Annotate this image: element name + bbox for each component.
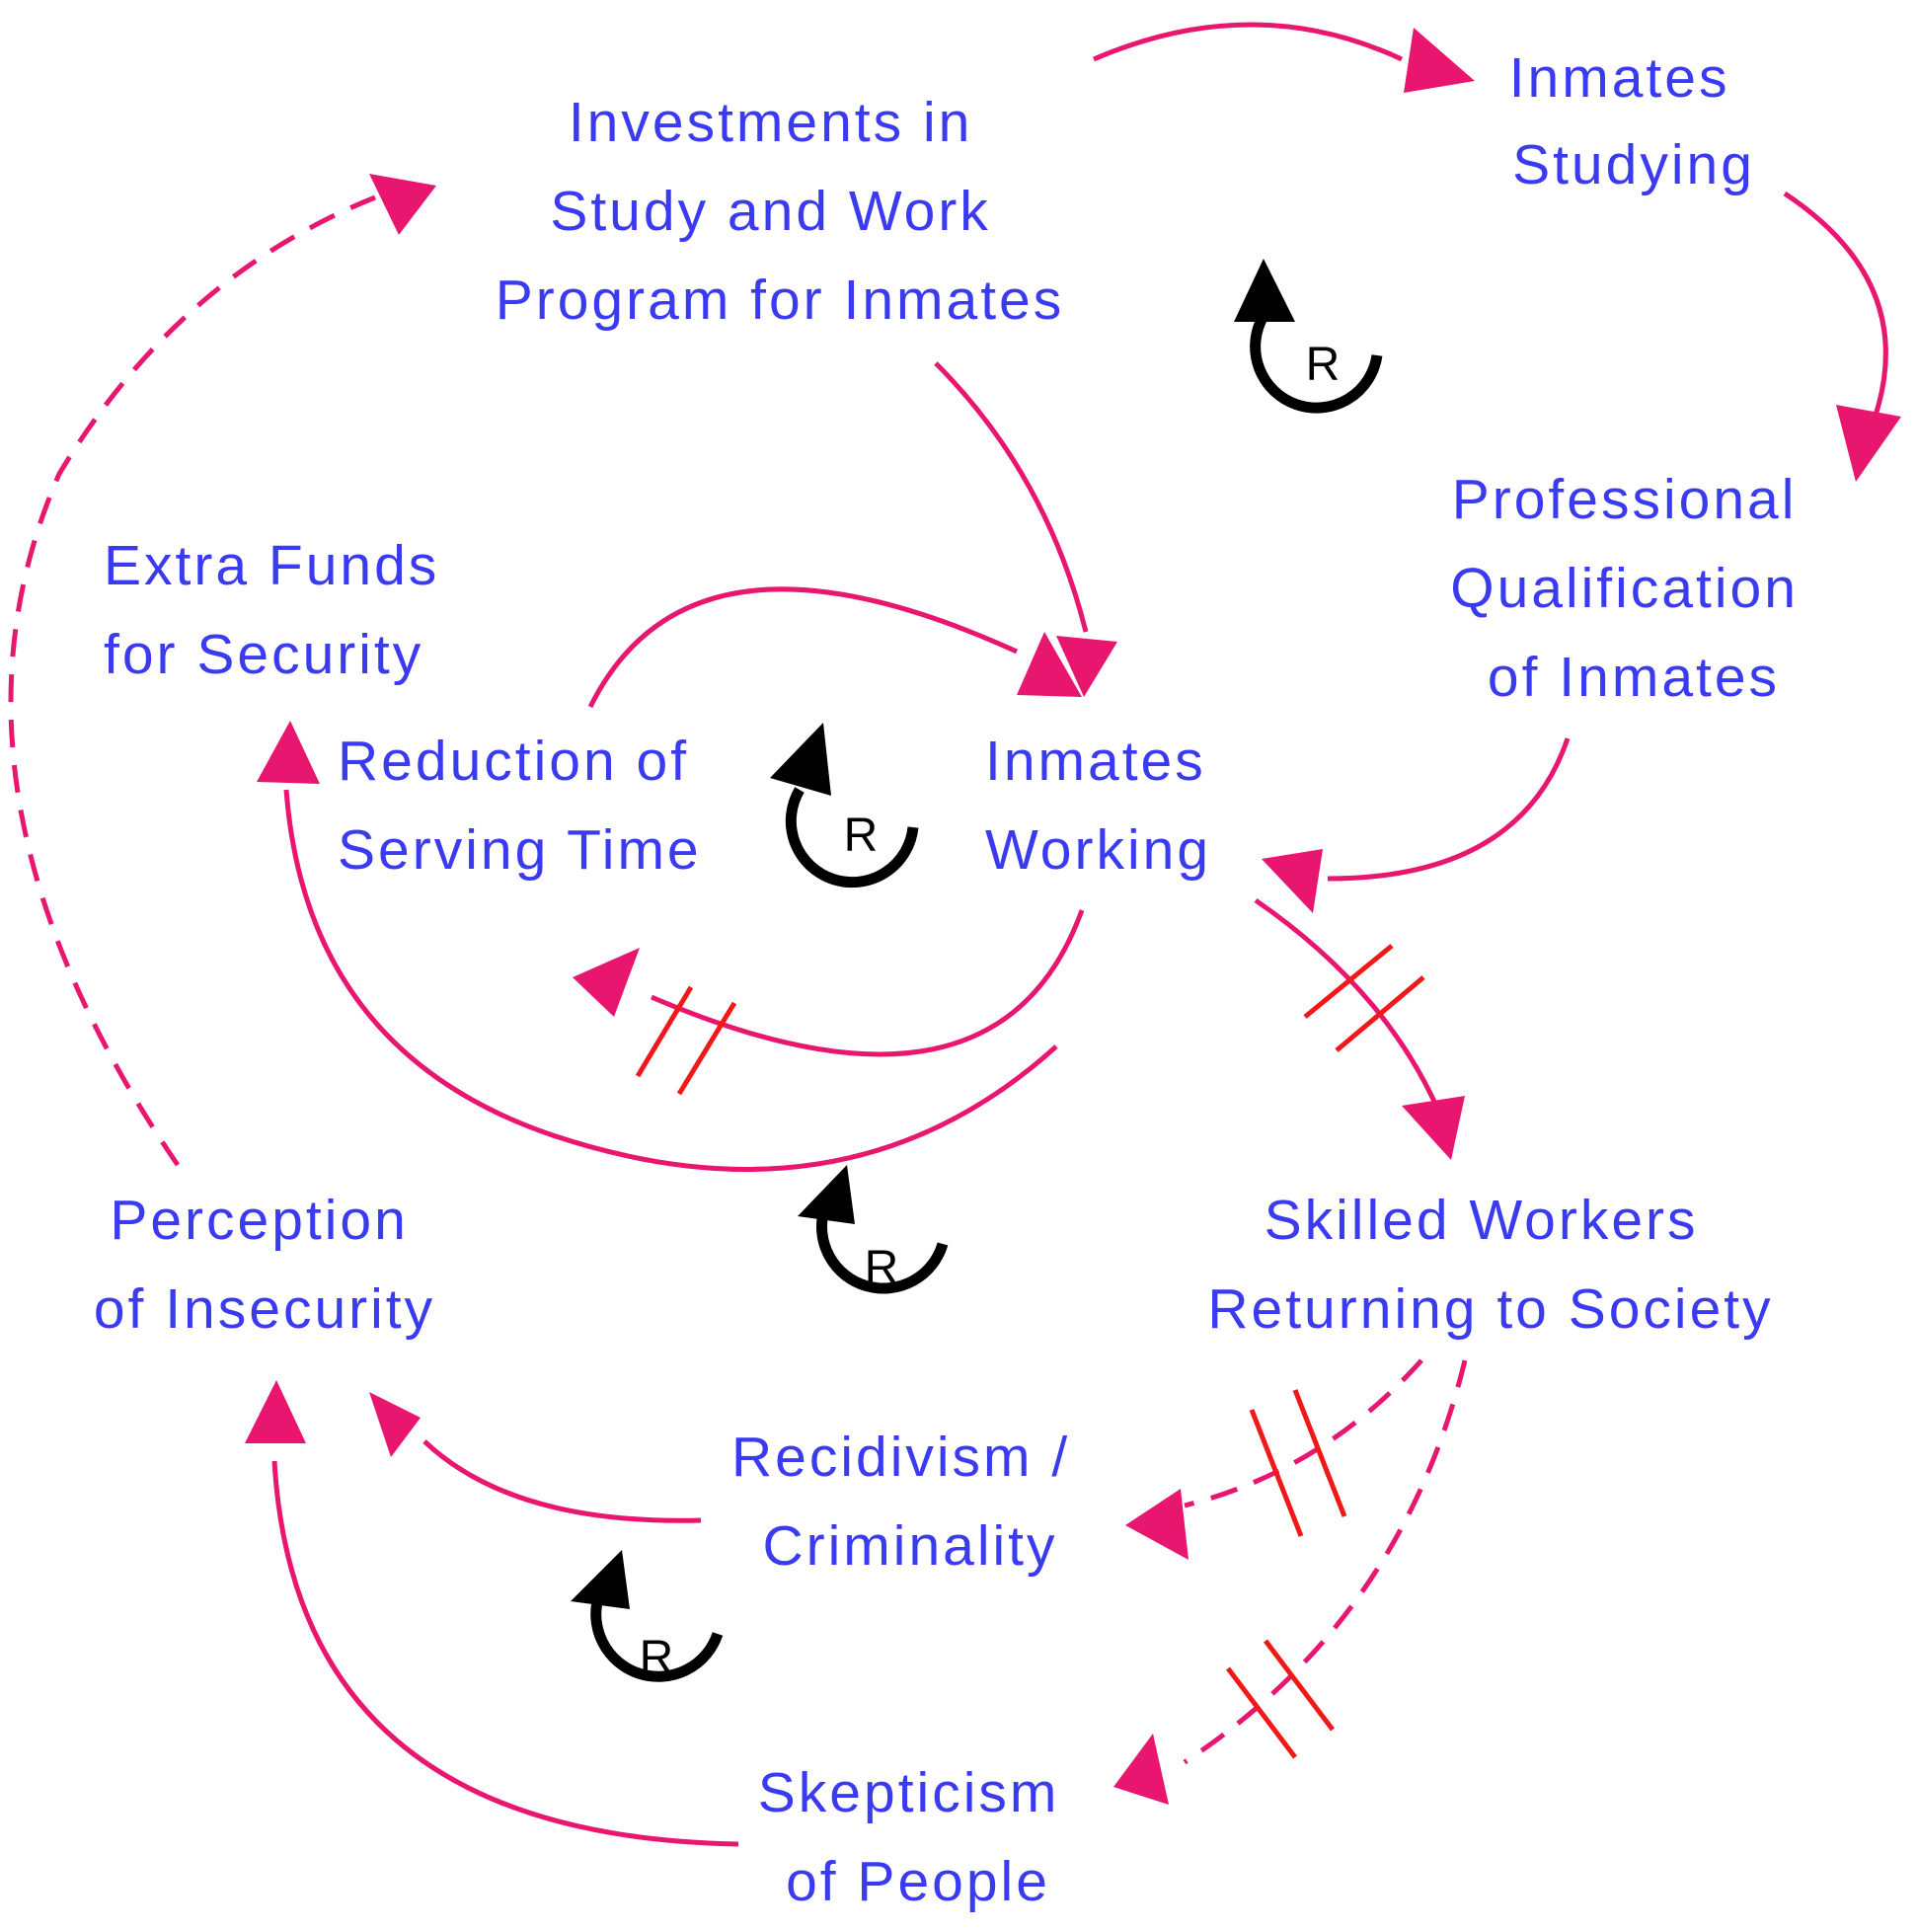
link-investments-to-working bbox=[934, 361, 1117, 697]
link-recidivism-to-perception bbox=[369, 1392, 702, 1523]
node-skilled-workers: Skilled Workers Returning to Society bbox=[1207, 1189, 1773, 1341]
loop-label: R bbox=[844, 810, 879, 862]
link-investments-to-studying bbox=[1093, 22, 1475, 93]
loop-serving-marker: R bbox=[770, 723, 919, 889]
loop-study-marker: R bbox=[1234, 259, 1383, 414]
loop-funds-marker: R bbox=[798, 1165, 949, 1294]
delay-mark bbox=[1226, 1639, 1335, 1759]
node-reduction-serving-time: Reduction of Serving Time bbox=[338, 730, 708, 882]
loop-label: R bbox=[1306, 339, 1341, 391]
link-studying-to-qualification bbox=[1783, 191, 1901, 482]
node-recidivism: Recidivism / Criminality bbox=[731, 1426, 1089, 1578]
link-qualification-to-working bbox=[1262, 737, 1571, 913]
delay-mark bbox=[1249, 1389, 1347, 1537]
link-working-to-funds bbox=[257, 721, 1058, 1172]
link-skilled-to-recidivism bbox=[1125, 1358, 1423, 1560]
delay-mark bbox=[635, 985, 737, 1096]
link-skepticism-to-perception bbox=[245, 1380, 739, 1847]
node-perception-insecurity: Perception of Insecurity bbox=[94, 1189, 435, 1341]
link-skilled-to-skepticism bbox=[1113, 1359, 1468, 1805]
loop-label: R bbox=[640, 1632, 674, 1684]
node-extra-funds: Extra Funds for Security bbox=[104, 534, 458, 686]
node-investments: Investments in Study and Work Program fo… bbox=[496, 91, 1065, 332]
link-perception-to-investments bbox=[8, 174, 436, 1167]
node-inmates-studying: Inmates Studying bbox=[1509, 46, 1755, 196]
link-working-to-reduction bbox=[573, 909, 1085, 1096]
link-reduction-to-working bbox=[587, 586, 1082, 709]
node-professional-qualification: Professional Qualification of Inmates bbox=[1450, 468, 1817, 709]
loop-insecurity-marker: R bbox=[571, 1550, 724, 1684]
node-inmates-working: Inmates Working bbox=[985, 730, 1225, 882]
delay-mark bbox=[1303, 944, 1425, 1052]
loop-label: R bbox=[865, 1242, 899, 1294]
link-working-to-skilled bbox=[1254, 897, 1465, 1160]
node-skepticism: Skepticism of People bbox=[758, 1761, 1078, 1913]
